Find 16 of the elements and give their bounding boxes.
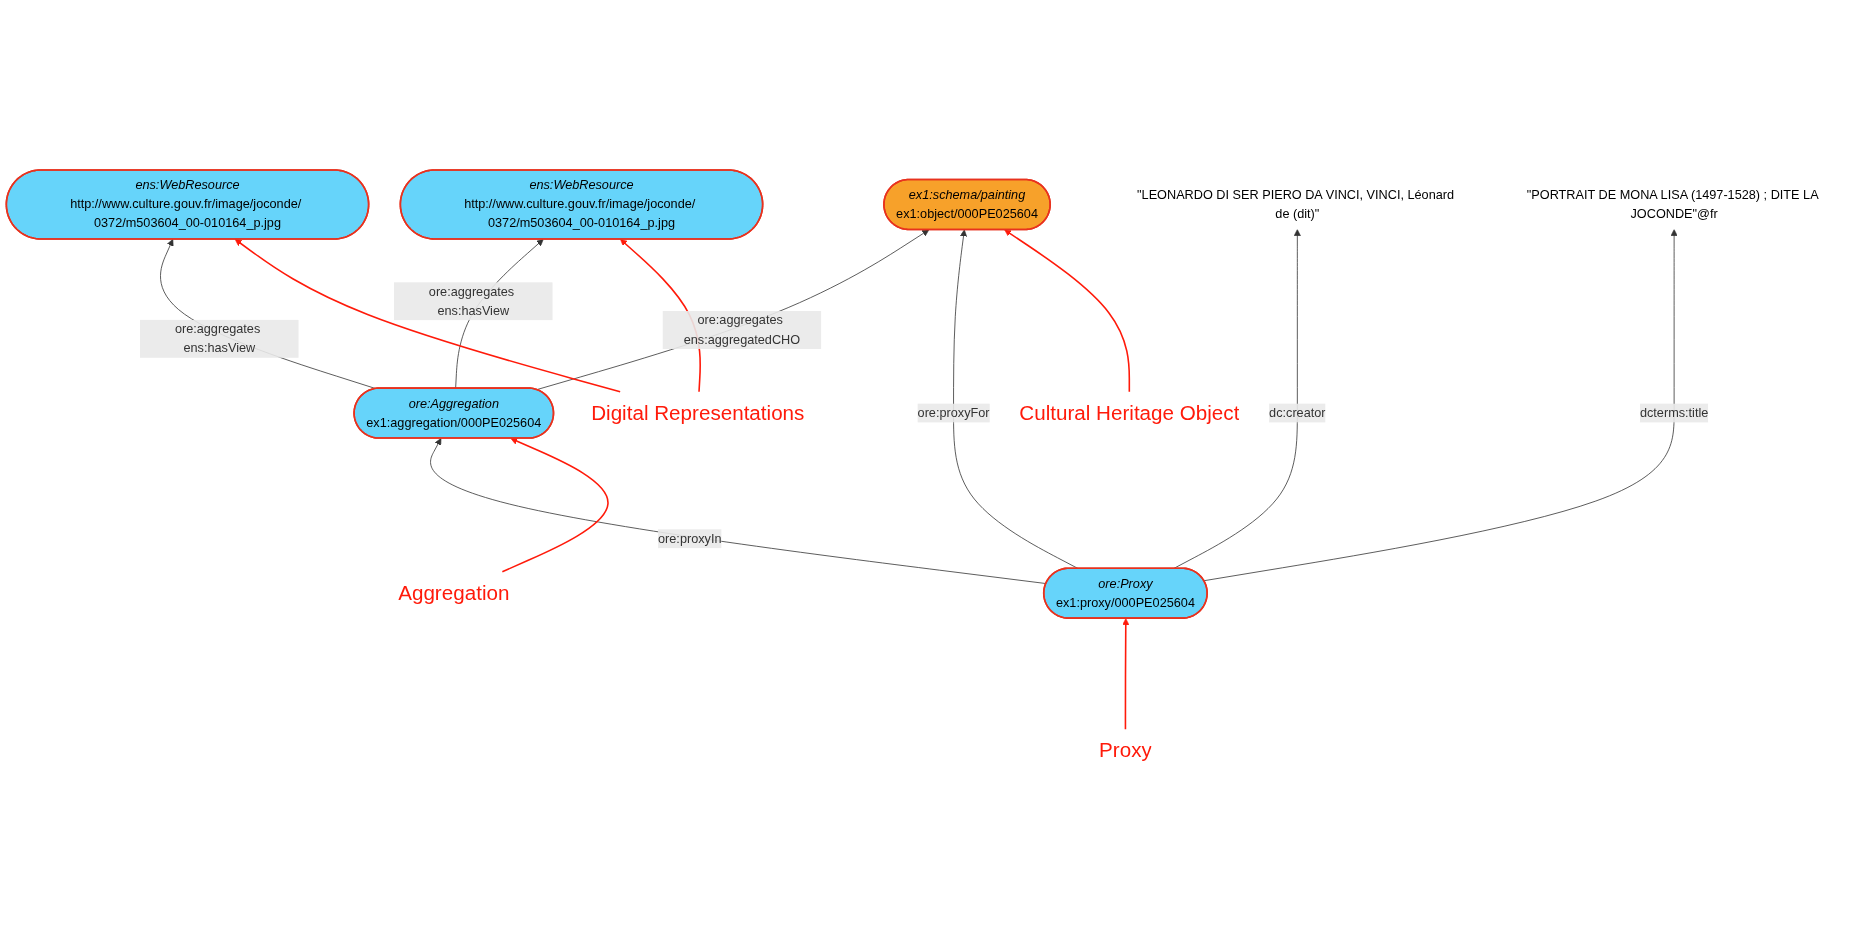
node-text: "LEONARDO DI SER PIERO DA VINCI, VINCI, Léonard de (dit)": [1137, 187, 1455, 221]
node-text: "PORTRAIT DE MONA LISA (1497-1528) ; DITE LA JOCONDE"@fr: [1526, 187, 1818, 221]
edge-label: dcterms:title: [1639, 405, 1709, 420]
node-text: Digital Representations: [591, 400, 805, 425]
edge-label: ore:proxyIn: [658, 531, 722, 546]
edge-label: ore:aggregates ens:hasView: [428, 284, 515, 318]
arrow: [1122, 618, 1130, 730]
node-text: Aggregation: [398, 580, 510, 605]
edge-label: dc:creator: [1269, 405, 1326, 420]
node-text: Proxy: [1099, 738, 1152, 763]
arrow: [1004, 229, 1131, 393]
edge-label: ore:aggregates ens:hasView: [174, 322, 261, 355]
node-text: Cultural Heritage Object: [1019, 400, 1240, 425]
edge-label: ore:proxyFor: [917, 405, 990, 420]
edge-label: ore:aggregates ens:aggregatedCHO: [683, 313, 801, 346]
arrow: [501, 437, 609, 573]
